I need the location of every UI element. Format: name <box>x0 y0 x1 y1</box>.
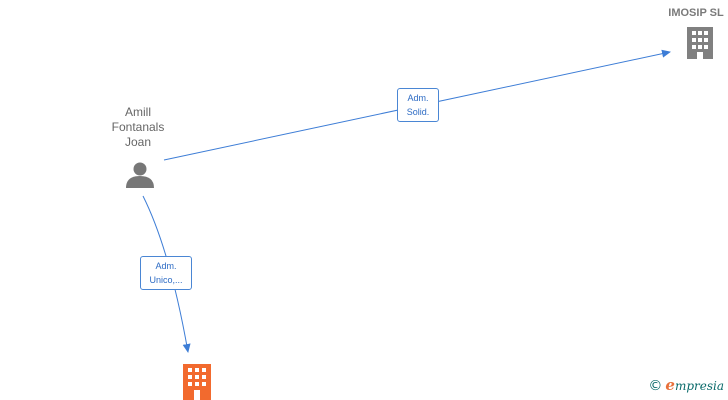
company-name-label[interactable]: IMOSIP SL <box>668 7 724 19</box>
edge-role-line: Adm. <box>407 93 429 103</box>
brand-initial: e <box>665 376 675 394</box>
edge-role-label: Adm. Unico,... <box>140 256 192 290</box>
person-name-label[interactable]: Amill Fontanals Joan <box>102 105 174 150</box>
edge-role-line: Adm. <box>155 261 177 271</box>
person-icon[interactable] <box>126 162 154 189</box>
brand-name: mpresia <box>674 379 724 393</box>
person-name-line: Amill <box>125 105 151 119</box>
edge-role-line: Unico,... <box>149 275 183 285</box>
building-icon[interactable] <box>687 27 713 59</box>
edge-role-line: Solid. <box>406 107 430 117</box>
brand-logo: ©empresia <box>648 376 724 394</box>
building-icon[interactable] <box>183 364 211 400</box>
person-name-line: Joan <box>124 135 152 149</box>
person-name-line: Fontanals <box>111 120 165 134</box>
edge-role-label: Adm. Solid. <box>397 88 439 122</box>
copyright-symbol: © <box>648 378 663 394</box>
